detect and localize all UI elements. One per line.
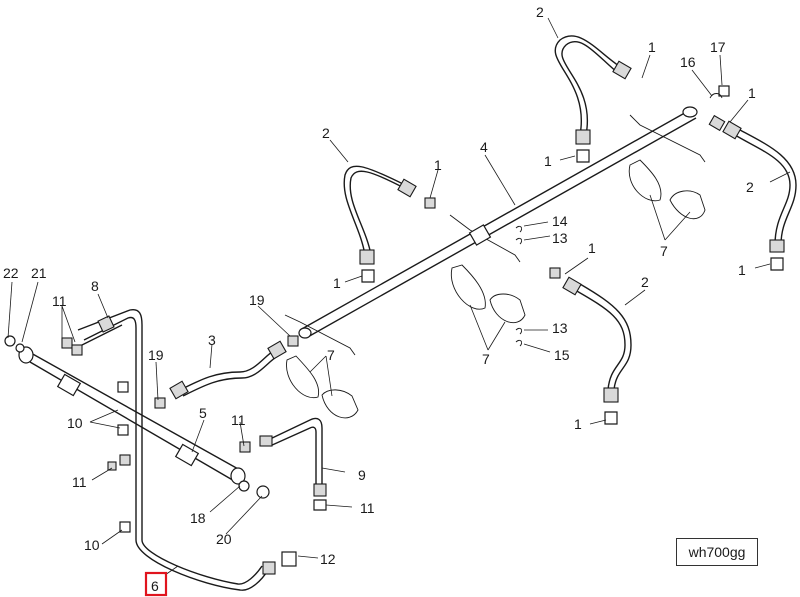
hose-part-2-center (343, 165, 436, 283)
manifold-part-5 (4, 335, 246, 485)
tube-part-6 (135, 420, 276, 591)
callout-6-highlight-box (144, 571, 168, 597)
callout-7: 7 (660, 243, 668, 259)
callout-1: 1 (544, 153, 552, 169)
callout-3: 3 (208, 332, 216, 348)
callout-14: 14 (552, 213, 568, 229)
callout-15: 15 (554, 347, 570, 363)
callout-2: 2 (322, 125, 330, 141)
callout-10: 10 (67, 415, 83, 431)
callout-2: 2 (746, 179, 754, 195)
tube-part-9 (259, 417, 327, 511)
callout-17: 17 (710, 39, 726, 55)
left-fittings (61, 337, 297, 567)
small-fittings-13-14-15 (515, 225, 523, 347)
callout-2: 2 (536, 4, 544, 20)
callout-1: 1 (588, 240, 596, 256)
callout-7: 7 (327, 347, 335, 363)
main-tube-part-4 (284, 106, 706, 356)
callout-12: 12 (320, 551, 336, 567)
callout-4: 4 (480, 139, 488, 155)
callout-19: 19 (249, 292, 265, 308)
drawing-reference-label: wh700gg (676, 538, 758, 566)
callout-9: 9 (358, 467, 366, 483)
callout-20: 20 (216, 531, 232, 547)
callout-1: 1 (574, 416, 582, 432)
hose-part-2-right (708, 85, 797, 271)
leader-lines (7, 17, 791, 576)
tube-part-8 (77, 308, 143, 420)
callout-11: 11 (360, 500, 375, 516)
callout-13: 13 (552, 320, 568, 336)
callout-1: 1 (748, 85, 756, 101)
callout-21: 21 (31, 265, 47, 281)
callout-10: 10 (84, 537, 100, 553)
hose-part-2-lower (549, 267, 632, 425)
callout-2: 2 (641, 274, 649, 290)
callout-labels: 2 1 17 16 1 1 2 1 2 1 4 14 13 7 1 1 2 13… (3, 4, 756, 597)
callout-13: 13 (552, 230, 568, 246)
callout-18: 18 (190, 510, 206, 526)
callout-11: 11 (231, 412, 246, 428)
callout-11: 11 (52, 293, 67, 309)
callout-11: 11 (72, 474, 87, 490)
clamps-part-7-left (286, 355, 359, 419)
callout-19: 19 (148, 347, 164, 363)
callout-22: 22 (3, 265, 19, 281)
callout-8: 8 (91, 278, 99, 294)
callout-5: 5 (199, 405, 207, 421)
callout-16: 16 (680, 54, 696, 70)
callout-7: 7 (482, 351, 490, 367)
callout-6[interactable]: 6 (151, 578, 159, 594)
clamps-part-7-center (450, 264, 526, 324)
callout-1: 1 (434, 157, 442, 173)
callout-1: 1 (648, 39, 656, 55)
callout-1: 1 (738, 262, 746, 278)
hose-part-2-top (554, 35, 632, 163)
tube-part-3 (169, 335, 299, 400)
callout-1: 1 (333, 275, 341, 291)
clamps-part-7-right (628, 159, 706, 220)
